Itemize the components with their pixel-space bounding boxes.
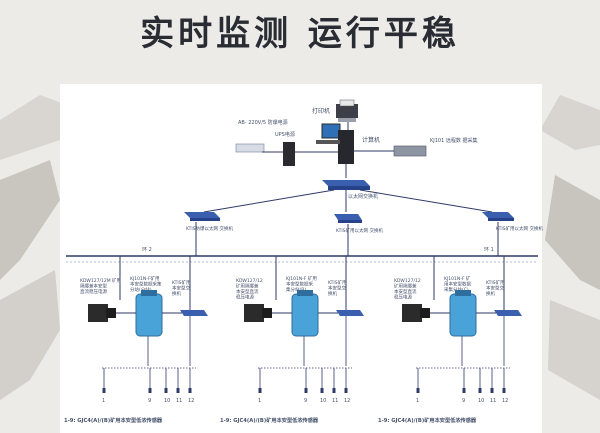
sensor-icon [148,388,152,393]
sensor-icon [188,388,192,393]
sensor-number: 1 [416,398,419,404]
sensor-icon [344,388,348,393]
sensor-caption: 1-9: GJC4(A)/(B)矿用本安型低浓传感器 [64,416,163,424]
sensor-icon [502,388,506,393]
sensor-number: 9 [462,398,465,404]
sub-switch-center-icon [334,214,362,223]
sensor-icon [478,388,482,393]
sensor-caption: 1-9: GJC4(A)/(B)矿用本安型低浓传感器 [378,416,477,424]
sensor-number: 11 [332,398,338,404]
sensor-icon [164,388,168,393]
field-switch-icon [336,310,364,316]
sub-switch-left-icon [184,212,220,221]
main-switch-label: 以太网交换机 [348,193,378,200]
data-collector-icon [393,145,427,157]
field-switch-icon [180,310,208,316]
power-box-icon [402,304,422,322]
ring-tag-left: 环 2 [142,247,152,253]
printer-label: 打印机 [312,107,330,115]
sensor-icon [490,388,494,393]
data-collector-label: KJ101 远程数 据采集 [430,137,477,144]
sensor-icon [258,388,262,393]
substation-icon [449,293,477,337]
sub-switch-right-icon [482,212,514,221]
sensor-number: 1 [102,398,105,404]
sensor-number: 11 [490,398,496,404]
sub-switch-left-label: KTIS防爆以太网 交换机 [186,225,233,232]
substation-icon [135,293,163,337]
ups-icon [283,142,295,166]
sensor-number: 10 [320,398,326,404]
computer-label: 计算机 [362,136,380,144]
sensor-number: 12 [344,398,350,404]
sub-switch-right-label: KTIS矿用以太网 交换机 [496,225,543,232]
page-headline: 实时监测 运行平稳 [140,14,460,54]
sensor-icon [462,388,466,393]
sensor-icon [416,388,420,393]
sensor-caption: 1-9: GJC4(A)/(B)矿用本安型低浓传感器 [220,416,319,424]
sensor-number: 12 [502,398,508,404]
sub-switch-center-label: KTIS矿用以太网 交换机 [336,227,383,234]
sensor-number: 10 [478,398,484,404]
sensor-icon [102,388,106,393]
main-switch-icon [322,180,370,190]
sensor-number: 9 [304,398,307,404]
diagram-panel [60,84,542,433]
field-switch-label-3: KTIS矿用本安型交换机 [486,279,505,297]
field-switch-label-1: KTIS矿用本安型交换机 [172,279,191,297]
sensor-number: 12 [188,398,194,404]
power-supply-icon [235,143,265,153]
substation-label-2: KJ101N-F 矿用本安型数据采集分站(B) [286,275,317,293]
sensor-icon [304,388,308,393]
field-switch-label-2: KTIS矿用本安型交换机 [328,279,347,297]
computer-icon [316,123,354,164]
field-switch-icon [494,310,522,316]
power-supply-label: AB- 220V/5 防爆电源 [238,119,288,126]
power-box-icon [88,304,108,322]
sensor-number: 1 [258,398,261,404]
sensor-number: 11 [176,398,182,404]
substation-label-1: KJ101N-F矿用本安型数据采集分站(分站) [130,275,162,293]
ring-tag-right: 环 1 [484,247,494,253]
station-group-1: KDW127/12M 矿用隔爆兼本安型直流稳压电源 KJ101N-F矿用本安型数据… [64,256,208,424]
substation-icon [291,293,319,337]
substation-label-3: KJ101N-F 矿用本安型数据采集分站(C) [444,275,471,293]
printer-icon [336,99,358,122]
sensor-number: 9 [148,398,151,404]
sensor-icon [320,388,324,393]
sensor-number: 10 [164,398,170,404]
ups-label: UPS电源 [275,131,295,138]
power-station-label-1: KDW127/12M 矿用隔爆兼本安型直流稳压电源 [80,277,121,295]
sensor-icon [176,388,180,393]
power-box-icon [244,304,264,322]
sensor-icon [332,388,336,393]
